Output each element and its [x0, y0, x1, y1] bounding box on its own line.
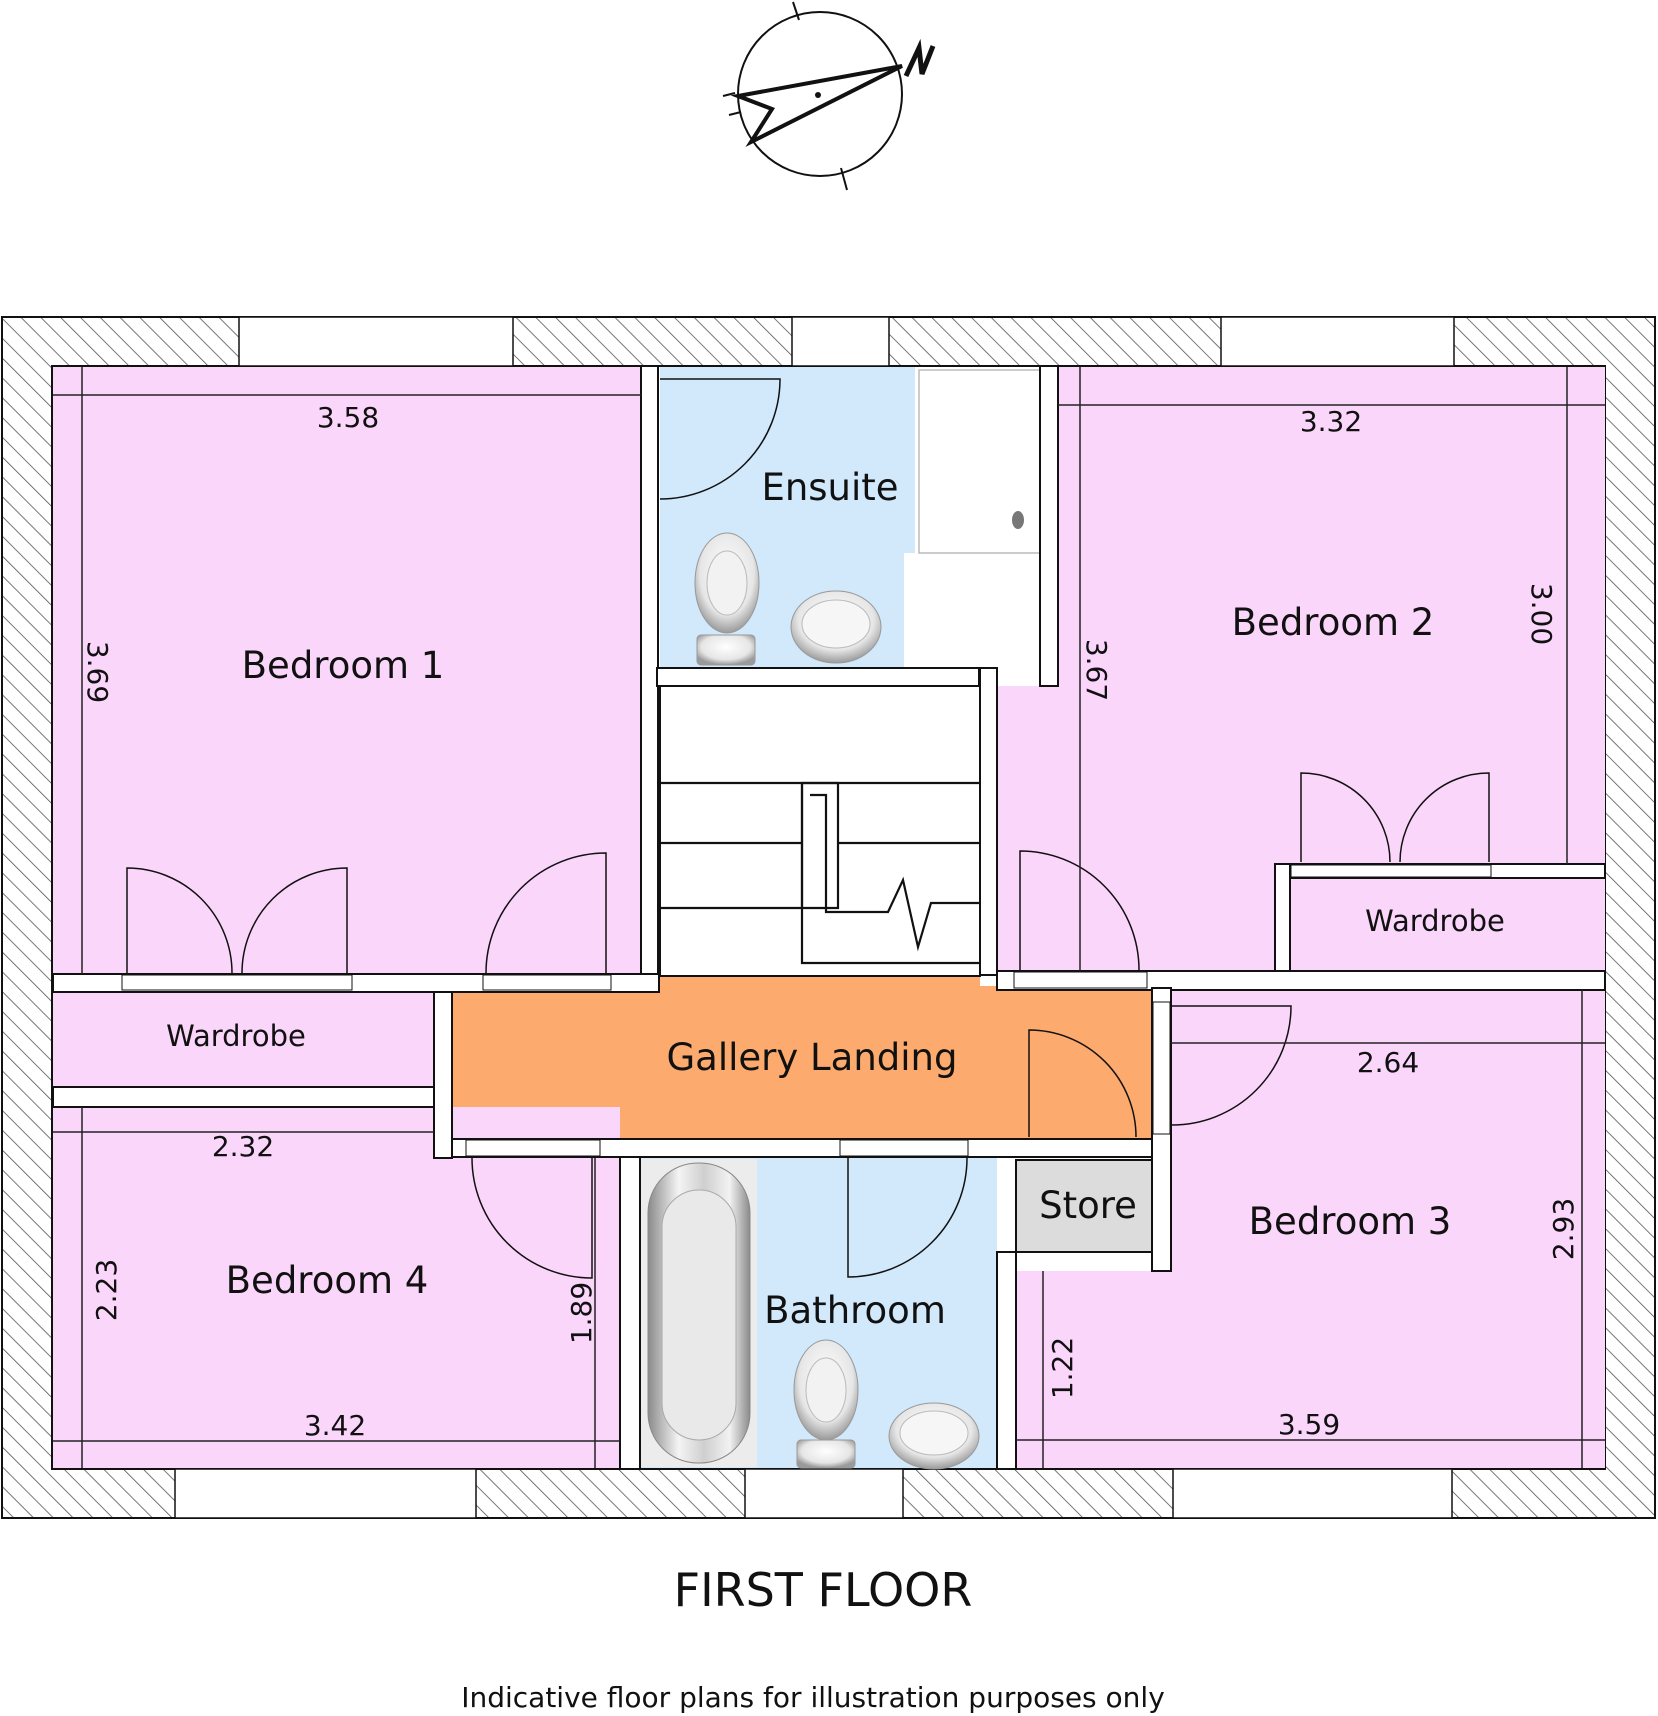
toilet-icon — [694, 532, 760, 666]
staircase — [659, 685, 981, 977]
dim-bedroom1-width: 3.58 — [317, 401, 379, 434]
dim-bedroom3-width-bottom: 3.59 — [1278, 1408, 1340, 1441]
bathroom-label: Bathroom — [764, 1289, 946, 1332]
bedroom2-label: Bedroom 2 — [1232, 601, 1435, 644]
dim-bedroom3-depth-right: 2.93 — [1547, 1198, 1580, 1260]
dim-bedroom4-width-bottom: 3.42 — [304, 1409, 366, 1442]
bedroom3-label: Bedroom 3 — [1249, 1200, 1452, 1243]
dim-bedroom4-depth-right: 1.89 — [565, 1282, 598, 1344]
compass — [722, 1, 936, 191]
dim-bedroom3-width-top: 2.64 — [1357, 1046, 1419, 1079]
dimension-labels: 3.58 3.69 3.32 3.67 3.00 2.64 2.93 1.22 … — [81, 401, 1580, 1442]
north-letter-icon — [903, 38, 936, 78]
landing-label: Gallery Landing — [667, 1036, 958, 1079]
bedroom4-area — [53, 1107, 620, 1468]
bedroom2-area — [997, 367, 1605, 971]
wardrobe2-label: Wardrobe — [1365, 904, 1505, 938]
wardrobe1-label: Wardrobe — [166, 1019, 306, 1053]
floor-title: FIRST FLOOR — [674, 1563, 973, 1617]
windows — [174, 316, 1455, 1519]
dim-bedroom2-depth-left: 3.67 — [1080, 639, 1113, 701]
dim-bedroom3-depth-left: 1.22 — [1046, 1337, 1079, 1399]
ensuite-fixtures — [694, 511, 1024, 666]
dim-bedroom1-depth: 3.69 — [81, 641, 114, 703]
bathroom-fixtures — [641, 1159, 980, 1470]
doors — [126, 378, 1490, 1279]
internal-walls — [52, 365, 1606, 1470]
dim-bedroom4-width-top: 2.32 — [212, 1130, 274, 1163]
dim-bedroom2-width: 3.32 — [1300, 405, 1362, 438]
ensuite-label: Ensuite — [761, 466, 898, 509]
toilet-icon — [793, 1339, 859, 1469]
bathtub-icon — [641, 1159, 757, 1467]
north-arrow-icon — [730, 64, 903, 148]
wardrobe1-area — [53, 991, 434, 1086]
bedroom4-label: Bedroom 4 — [226, 1259, 429, 1302]
bedroom1-label: Bedroom 1 — [242, 644, 445, 687]
bedroom3-area — [1016, 990, 1605, 1468]
room-labels: Bedroom 1 Ensuite Bedroom 2 Wardrobe War… — [166, 466, 1505, 1332]
wardrobe2-area — [1290, 878, 1605, 971]
disclaimer: Indicative floor plans for illustration … — [461, 1681, 1165, 1714]
store-label: Store — [1039, 1184, 1137, 1227]
sink-icon — [888, 1402, 980, 1470]
dimension-lines — [53, 367, 1605, 1468]
dim-bedroom2-depth-right: 3.00 — [1525, 583, 1558, 645]
dim-bedroom4-depth-left: 2.23 — [90, 1259, 123, 1321]
shower-drain-icon — [1012, 511, 1024, 529]
landing-area — [452, 976, 1152, 1139]
sink-icon — [790, 590, 882, 664]
